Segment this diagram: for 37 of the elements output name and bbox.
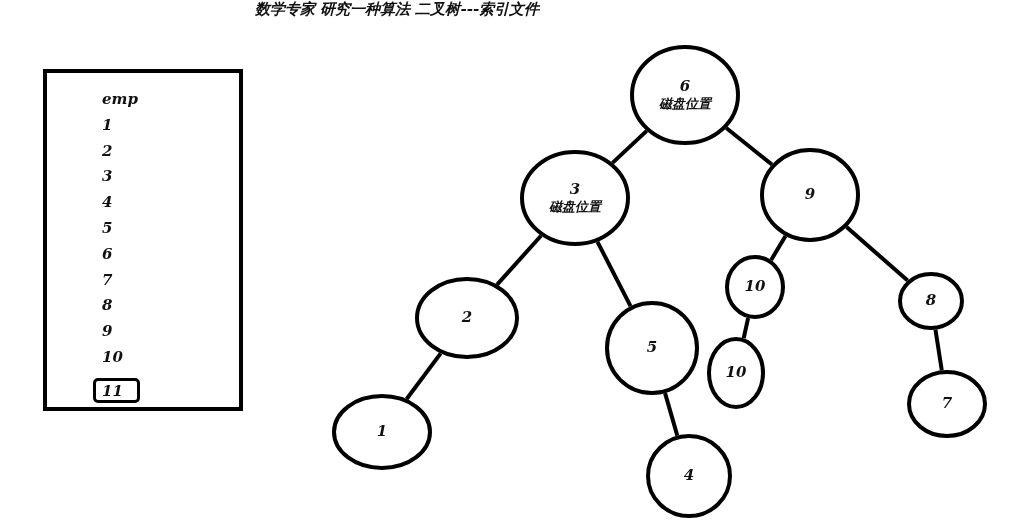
node-key: 3 <box>569 179 581 200</box>
list-entry: 11 <box>93 378 140 403</box>
node-key: 10 <box>725 363 747 383</box>
node-key: 10 <box>744 277 766 297</box>
list-entry: emp <box>102 90 138 108</box>
node-key: 1 <box>376 422 388 442</box>
node-key: 6 <box>679 76 691 97</box>
disk-position-label: 磁盘位置 <box>549 199 601 217</box>
list-entry: 9 <box>102 322 113 341</box>
node-key: 5 <box>646 338 658 358</box>
tree-edge-line <box>611 129 649 165</box>
node-key: 7 <box>941 394 953 414</box>
diagram-title: 数学专家 研究一种算法 二叉树---索引文件 <box>255 0 540 19</box>
node-key: 4 <box>683 466 695 486</box>
list-entry: 7 <box>102 270 113 289</box>
list-entry: 6 <box>102 244 113 263</box>
tree-edge-line <box>405 352 443 401</box>
list-entry: 10 <box>102 348 123 366</box>
list-entry: 5 <box>102 219 113 237</box>
list-entry: 8 <box>102 296 113 315</box>
tree-edge-line <box>845 225 909 283</box>
index-list-box <box>43 69 243 411</box>
tree-edge-line <box>933 329 944 371</box>
node-key: 2 <box>461 308 473 328</box>
tree-edge-line <box>663 392 680 437</box>
tree-edge-line <box>595 240 633 308</box>
list-entry: 3 <box>102 167 113 186</box>
list-entry: 4 <box>102 193 113 212</box>
list-entry: 2 <box>102 141 113 160</box>
tree-edge-line <box>741 317 751 339</box>
tree-edge-line <box>725 126 774 167</box>
disk-position-label: 磁盘位置 <box>659 96 711 114</box>
tree-edge-line <box>769 234 788 262</box>
node-key: 8 <box>925 291 937 311</box>
tree-edge-line <box>495 234 543 286</box>
list-entry: 1 <box>102 115 113 134</box>
node-key: 9 <box>804 185 816 205</box>
